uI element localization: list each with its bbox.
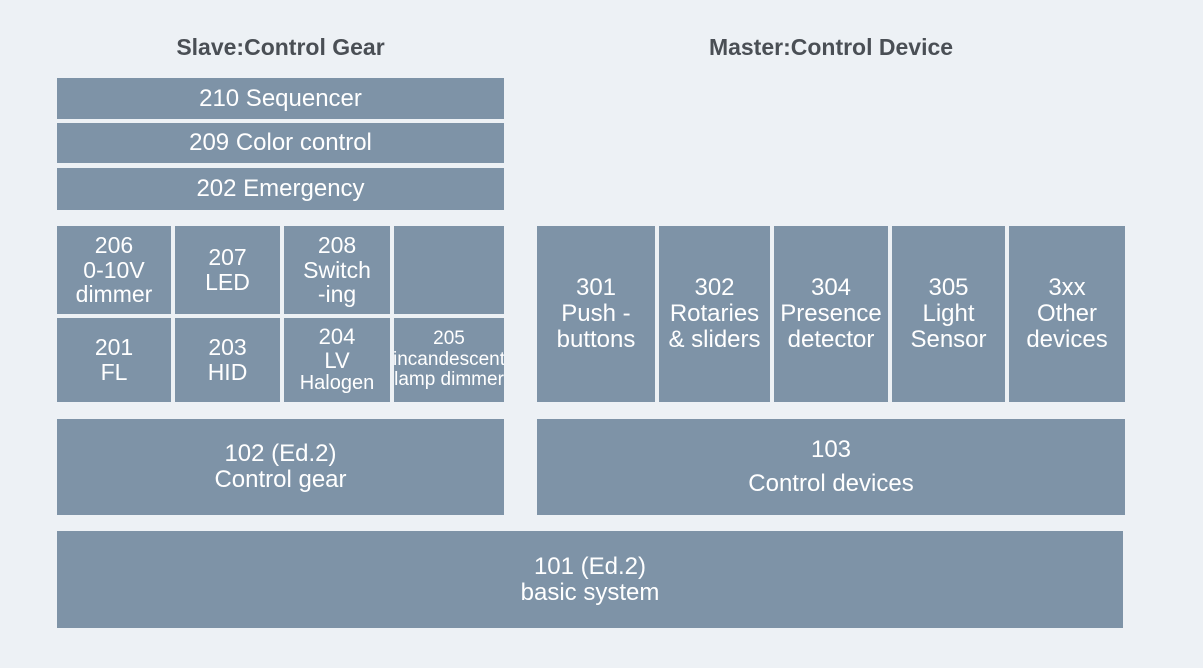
rotaries-sliders-number: 302	[694, 274, 735, 302]
fl-line2: FL	[100, 359, 128, 385]
light-sensor-line2: Light	[922, 300, 975, 328]
color-control-label: 209 Color control	[189, 129, 372, 157]
hid-block: 203 HID	[175, 318, 280, 402]
lv-halogen-line3: Halogen	[299, 371, 375, 394]
led-number: 207	[208, 244, 247, 271]
push-buttons-number: 301	[575, 274, 617, 302]
master-heading: Master:Control Device	[708, 34, 954, 60]
other-devices-number: 3xx	[1048, 274, 1086, 302]
rotaries-sliders-line2: Rotaries	[669, 300, 760, 328]
control-devices-block: 103 Control devices	[537, 419, 1125, 515]
other-devices-line3: devices	[1026, 325, 1108, 353]
control-gear-number: 102 (Ed.2)	[224, 440, 337, 468]
control-gear-label: Control gear	[214, 466, 347, 493]
presence-detector-line3: detector	[787, 325, 875, 353]
push-buttons-block: 301 Push - buttons	[537, 226, 655, 402]
switching-block: 208 Switch -ing	[284, 226, 390, 314]
led-line2: LED	[205, 269, 250, 295]
hid-line2: HID	[207, 359, 248, 385]
sequencer-label: 210 Sequencer	[199, 84, 362, 112]
push-buttons-line2: Push -	[561, 300, 631, 328]
push-buttons-line3: buttons	[556, 325, 636, 353]
incandescent-dimmer-line2: incandescent	[394, 348, 504, 370]
dimmer-0-10v-line3: dimmer	[75, 281, 153, 308]
incandescent-dimmer-line3: lamp dimmer	[394, 369, 504, 391]
dimmer-0-10v-number: 206	[94, 231, 134, 258]
basic-system-block: 101 (Ed.2) basic system	[57, 531, 1123, 628]
light-sensor-number: 305	[928, 274, 969, 302]
empty-gear-block	[394, 226, 504, 314]
led-block: 207 LED	[175, 226, 280, 314]
color-control-block: 209 Color control	[57, 123, 504, 163]
rotaries-sliders-line3: & sliders	[668, 325, 761, 353]
other-devices-line2: Other	[1036, 300, 1098, 328]
light-sensor-line3: Sensor	[910, 325, 987, 353]
fl-block: 201 FL	[57, 318, 171, 402]
switching-line2: Switch	[303, 256, 371, 283]
lv-halogen-number: 204	[318, 324, 356, 350]
emergency-label: 202 Emergency	[196, 175, 365, 203]
incandescent-dimmer-block: 205 incandescent lamp dimmer	[394, 318, 504, 402]
presence-detector-line2: Presence	[780, 300, 882, 328]
light-sensor-block: 305 Light Sensor	[892, 226, 1005, 402]
presence-detector-number: 304	[810, 274, 852, 302]
basic-system-number: 101 (Ed.2)	[533, 552, 647, 580]
hid-number: 203	[208, 334, 247, 361]
slave-heading: Slave:Control Gear	[176, 34, 385, 60]
dimmer-0-10v-block: 206 0-10V dimmer	[57, 226, 171, 314]
incandescent-dimmer-number: 205	[433, 328, 465, 350]
dimmer-0-10v-line2: 0-10V	[83, 256, 145, 283]
fl-number: 201	[94, 334, 134, 361]
emergency-block: 202 Emergency	[57, 168, 504, 210]
control-devices-number: 103	[810, 436, 852, 464]
lv-halogen-line2: LV	[324, 348, 350, 374]
control-devices-label: Control devices	[748, 470, 914, 497]
switching-number: 208	[317, 231, 357, 258]
lv-halogen-block: 204 LV Halogen	[284, 318, 390, 402]
switching-line3: -ing	[317, 281, 357, 308]
other-devices-block: 3xx Other devices	[1009, 226, 1125, 402]
presence-detector-block: 304 Presence detector	[774, 226, 888, 402]
basic-system-label: basic system	[520, 578, 660, 606]
sequencer-block: 210 Sequencer	[57, 78, 504, 119]
control-gear-block: 102 (Ed.2) Control gear	[57, 419, 504, 515]
rotaries-sliders-block: 302 Rotaries & sliders	[659, 226, 770, 402]
